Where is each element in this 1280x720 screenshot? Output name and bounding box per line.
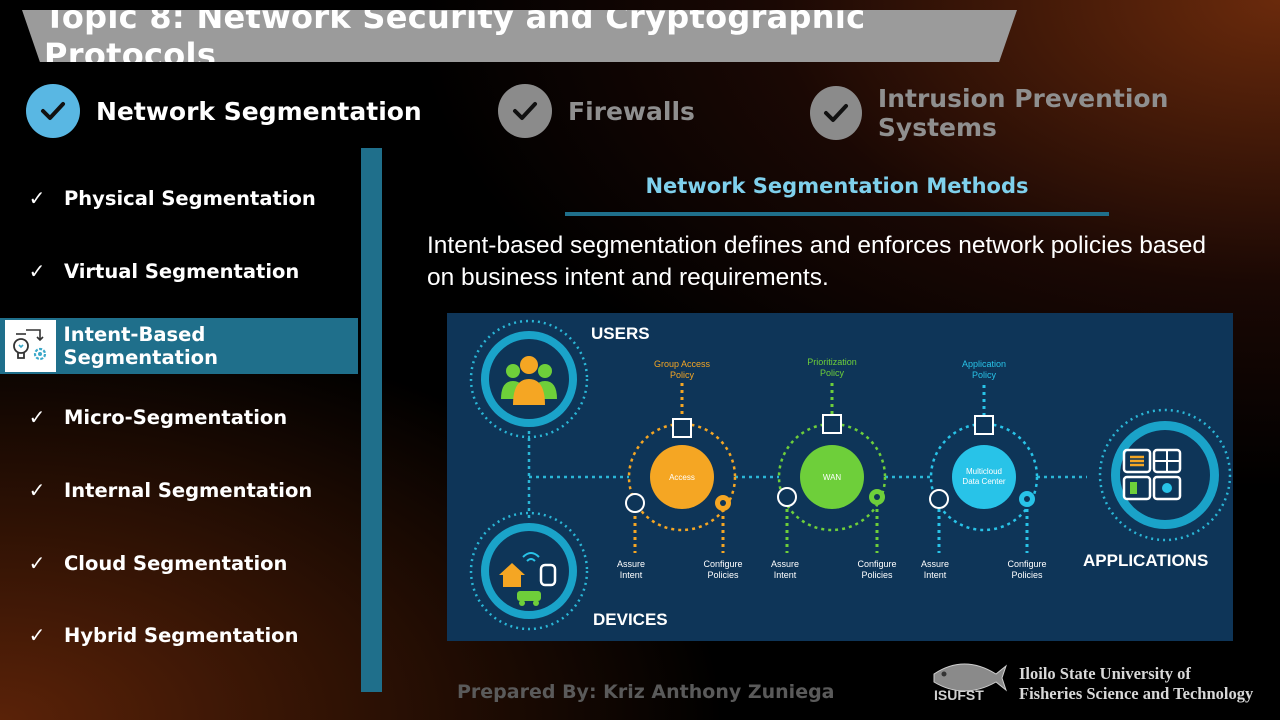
assure-label: Assure [617,559,645,569]
slide-title-bar: Topic 8: Network Security and Cryptograp… [22,10,1017,62]
devices-node [469,511,589,631]
sidebar-item-label: Intent-Based Segmentation [63,323,218,369]
policy-doc-icon [974,415,994,435]
policy-label: Policy [972,370,997,380]
sidebar-item-label: Cloud Segmentation [64,551,288,575]
check-icon [26,84,80,138]
policy-label: Prioritization [807,357,857,367]
assure-label: Assure [771,559,799,569]
users-node [469,319,589,439]
university-name: Iloilo State University of Fisheries Sci… [1019,664,1253,704]
check-icon: ✓ [28,624,46,647]
topic-network-segmentation[interactable]: Network Segmentation [26,84,422,138]
configure-label: Configure [857,559,896,569]
sidebar-divider-bar [361,148,382,692]
sidebar-item-intent-based[interactable]: Intent-Based Segmentation [0,318,358,374]
node-center-label: WAN [823,473,842,482]
configure-label: Policies [707,570,739,580]
assure-chart-icon [625,493,645,513]
multicloud-node [929,385,1039,553]
assure-label: Intent [924,570,947,580]
users-label: USERS [591,324,650,343]
check-icon [810,86,862,140]
topic-label: Intrusion Prevention Systems [877,84,1169,142]
policy-label: Policy [820,368,845,378]
section-description: Intent-based segmentation defines and en… [427,232,1207,291]
check-icon: ✓ [28,552,46,575]
sidebar-item-label: Internal Segmentation [64,478,313,502]
sidebar-item-label: Virtual Segmentation [64,259,300,283]
check-icon: ✓ [28,406,46,429]
configure-label: Configure [1007,559,1046,569]
assure-chart-icon [777,487,797,507]
applications-node [1098,408,1232,542]
sidebar-item-cloud[interactable]: ✓ Cloud Segmentation [0,535,358,591]
configure-label: Policies [1011,570,1043,580]
section-underline [565,212,1109,216]
policy-label: Policy [670,370,695,380]
policy-doc-icon [672,418,692,438]
wan-node [777,383,887,553]
assure-label: Intent [774,570,797,580]
intent-based-diagram: USERS DEVICES [447,313,1233,641]
policy-label: Group Access [654,359,711,369]
assure-label: Assure [921,559,949,569]
devices-icon [499,552,557,606]
isufst-fish-logo: ISUFST [930,658,1010,704]
devices-label: DEVICES [593,610,668,629]
university-line: Fisheries Science and Technology [1019,684,1254,703]
topic-firewalls[interactable]: Firewalls [498,84,695,138]
node-center-label: Access [669,473,695,482]
sidebar-item-micro[interactable]: ✓ Micro-Segmentation [0,389,358,445]
prepared-by-text: Prepared By: Kriz Anthony Zuniega [457,681,835,703]
topic-intrusion-prevention[interactable]: Intrusion Prevention Systems [810,84,1280,142]
check-icon: ✓ [28,479,46,502]
node-center-label: Multicloud [966,467,1002,476]
check-icon: ✓ [28,260,46,283]
check-icon [498,84,552,138]
access-node [625,383,737,553]
slide-title: Topic 8: Network Security and Cryptograp… [44,0,866,74]
university-line: Iloilo State University of [1019,664,1191,683]
configure-label: Policies [861,570,893,580]
assure-chart-icon [929,489,949,509]
sidebar-item-label: Hybrid Segmentation [64,623,299,647]
section-title: Network Segmentation Methods [645,174,1029,198]
check-icon: ✓ [28,187,46,210]
lightbulb-gear-icon [5,320,56,372]
sidebar-item-hybrid[interactable]: ✓ Hybrid Segmentation [0,607,358,663]
sidebar-item-virtual[interactable]: ✓ Virtual Segmentation [0,243,358,299]
apps-grid-icon [1122,448,1182,501]
node-center-label: Data Center [962,477,1005,486]
topic-label: Firewalls [568,96,695,126]
sidebar-item-label: Micro-Segmentation [64,405,288,429]
sidebar-item-internal[interactable]: ✓ Internal Segmentation [0,462,358,518]
topic-label: Network Segmentation [96,96,422,126]
users-icon [501,356,557,405]
policy-label: Application [962,359,1006,369]
assure-label: Intent [620,570,643,580]
sidebar-item-label: Physical Segmentation [64,186,316,210]
svg-text:ISUFST: ISUFST [934,687,984,703]
applications-label: APPLICATIONS [1083,551,1208,570]
policy-doc-icon [822,414,842,434]
sidebar-item-physical[interactable]: ✓ Physical Segmentation [0,170,358,226]
configure-label: Configure [703,559,742,569]
